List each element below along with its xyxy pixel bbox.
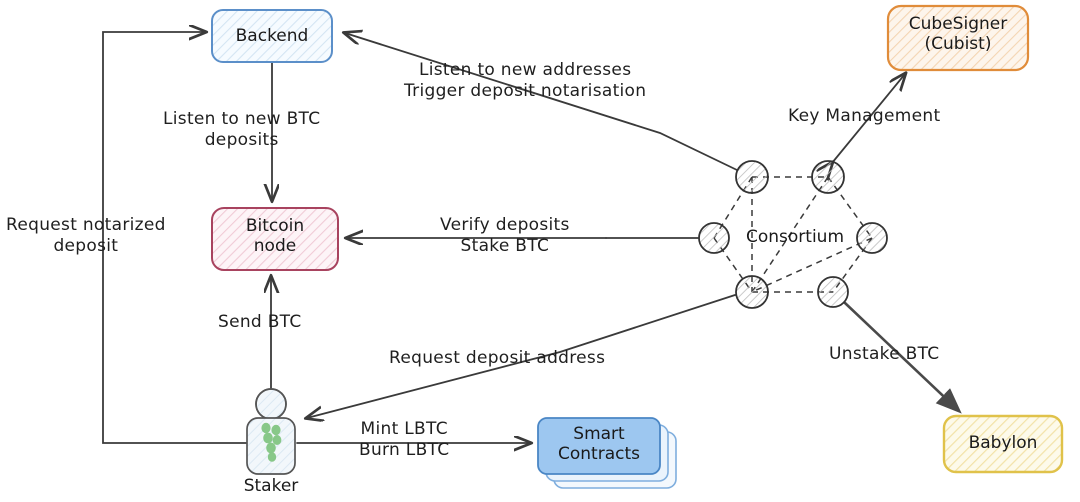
node-babylon[interactable] — [942, 414, 1064, 474]
node-staker[interactable] — [246, 388, 296, 475]
consortium-node-bottom-right[interactable] — [817, 276, 849, 308]
consortium-node-bottom-left[interactable] — [735, 275, 769, 309]
consortium-mesh — [713, 176, 873, 293]
consortium-node-mid-left[interactable] — [698, 222, 730, 254]
edge-label-unstake-btc: Unstake BTC — [829, 344, 940, 364]
edge-label-request-notarized-deposit: Request notarized deposit — [6, 215, 166, 256]
consortium-node-top-right[interactable] — [811, 160, 845, 194]
edge-label-request-deposit-address: Request deposit address — [389, 348, 606, 368]
node-smart-contracts[interactable] — [537, 417, 677, 489]
node-bitcoin-node[interactable] — [211, 207, 339, 271]
node-backend[interactable] — [211, 9, 333, 63]
consortium-node-mid-right[interactable] — [856, 222, 888, 254]
edge-listen-new-addresses — [345, 33, 738, 171]
consortium-nodes — [698, 160, 888, 309]
node-cubesigner[interactable] — [886, 4, 1030, 72]
edge-label-listen-btc-deposits: Listen to new BTC deposits — [163, 109, 321, 150]
edge-label-send-btc: Send BTC — [218, 312, 302, 332]
edge-request-deposit-address — [307, 294, 736, 418]
edge-label-key-management: Key Management — [788, 106, 941, 126]
edge-request-notarized-deposit — [102, 32, 248, 444]
edge-unstake-btc — [843, 301, 962, 414]
edge-label-verify-deposits: Verify deposits Stake BTC — [440, 215, 570, 256]
consortium-node-top-left[interactable] — [735, 160, 769, 194]
edge-label-listen-addresses: Listen to new addresses Trigger deposit … — [404, 60, 647, 101]
hop-leaf-icon — [261, 422, 282, 462]
edge-label-mint-burn-lbtc: Mint LBTC Burn LBTC — [359, 419, 450, 460]
edge-key-management — [832, 74, 905, 163]
